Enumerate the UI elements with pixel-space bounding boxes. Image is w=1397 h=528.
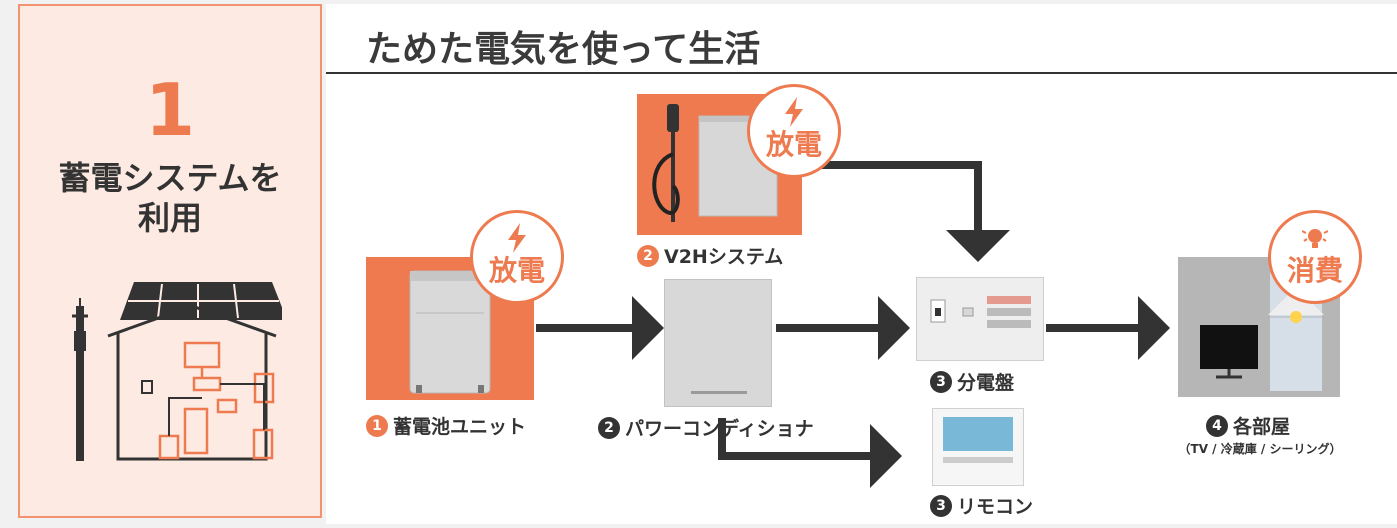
arrow-conditioner-to-remote xyxy=(718,418,902,488)
remote-image xyxy=(932,408,1024,486)
power-conditioner-label: 2 パワーコンディショナ xyxy=(598,414,814,441)
v2h-system-label: 2 V2Hシステム xyxy=(637,242,783,269)
house-icon xyxy=(72,282,282,461)
page-title: ためた電気を使って生活 xyxy=(366,29,761,70)
distribution-board-image xyxy=(916,277,1044,361)
step-panel: 1 蓄電システムを 利用 xyxy=(18,4,322,518)
lightning-icon xyxy=(785,97,803,127)
node-label: 各部屋 xyxy=(1233,416,1291,438)
lightbulb-icon xyxy=(1302,229,1328,248)
remote-label: 3 リモコン xyxy=(930,492,1033,519)
step-title-line2: 利用 xyxy=(137,199,202,237)
node-label: 分電盤 xyxy=(957,372,1015,394)
battery-unit-label: 1 蓄電池ユニット xyxy=(366,412,526,439)
discharge-badge-label: 放電 xyxy=(765,128,822,161)
battery-unit-image xyxy=(409,270,491,394)
node-label: 蓄電池ユニット xyxy=(393,416,527,438)
node-number: 2 xyxy=(598,416,620,439)
distribution-board-label: 3 分電盤 xyxy=(930,368,1014,395)
consume-badge-label: 消費 xyxy=(1286,254,1343,287)
discharge-badge-battery: 放電 xyxy=(470,210,564,304)
node-number: 1 xyxy=(366,414,388,437)
step-number: 1 xyxy=(144,68,196,152)
title-divider xyxy=(326,72,1397,74)
main-area: ためた電気を使って生活 放電 1 蓄電池ユニット xyxy=(326,4,1397,524)
node-number: 3 xyxy=(930,370,952,393)
rooms-sublabel: （TV / 冷蔵庫 / シーリング） xyxy=(1178,442,1342,456)
flow-arrows xyxy=(536,161,1170,488)
power-conditioner-image xyxy=(664,279,772,407)
node-label: パワーコンディショナ xyxy=(625,418,814,440)
discharge-badge-v2h: 放電 xyxy=(747,84,841,178)
step-title: 蓄電システムを 利用 xyxy=(20,158,320,238)
breaker-panel-graphic xyxy=(930,296,1031,328)
rooms-image xyxy=(1200,257,1324,391)
discharge-badge-label: 放電 xyxy=(488,254,545,287)
rooms-label: 4 各部屋 xyxy=(1206,412,1290,439)
node-number: 2 xyxy=(637,244,659,267)
node-number: 3 xyxy=(930,494,952,517)
node-label: V2Hシステム xyxy=(664,246,784,268)
node-label: リモコン xyxy=(957,496,1034,518)
node-number: 4 xyxy=(1206,414,1228,437)
lightning-icon xyxy=(508,223,526,253)
consume-badge: 消費 xyxy=(1268,210,1362,304)
step-title-line1: 蓄電システムを xyxy=(58,159,282,197)
arrow-v2h-to-board xyxy=(776,161,1010,262)
